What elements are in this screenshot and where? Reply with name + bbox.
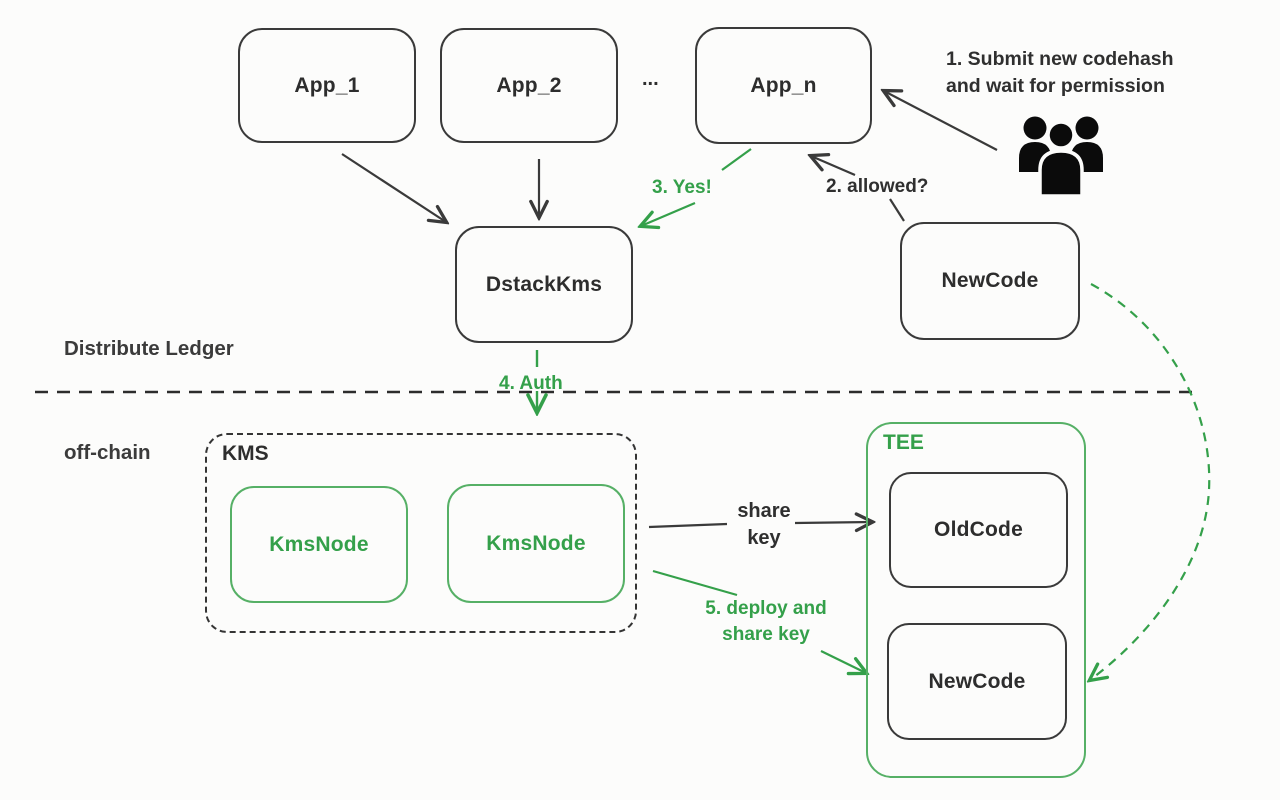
arrow-deploy-to-tee-newcode [820,650,866,673]
arrow-share-key-to-oldcode [794,522,872,523]
node-oldcode-label: OldCode [934,518,1023,541]
group-tee-label: TEE [883,431,924,454]
annotation-step1: 1. Submit new codehash and wait for perm… [946,48,1174,97]
group-tee: TEE [866,422,1086,778]
node-kmsnode-1: KmsNode [230,486,408,603]
node-newcode-onchain-label: NewCode [941,269,1039,292]
node-appn: App_n [695,27,872,144]
arrow-users-to-appn [884,91,998,151]
node-app2: App_2 [440,28,618,143]
node-appn-label: App_n [750,73,817,97]
node-app2-label: App_2 [496,73,562,97]
node-newcode-tee: NewCode [887,623,1067,740]
node-oldcode: OldCode [889,472,1068,588]
arrow-allowed-segment [889,198,905,222]
arrow-deploy-segment [652,569,738,597]
node-kmsnode-1-label: KmsNode [269,532,369,556]
annotation-step5: 5. deploy and share key [705,598,827,645]
node-app1-label: App_1 [294,73,360,97]
arrow-app1-to-dstackkms [341,153,446,222]
users-group-icon [1019,116,1103,198]
group-kms-label: KMS [222,442,269,465]
node-kmsnode-2-label: KmsNode [486,531,586,555]
annotation-step3: 3. Yes! [652,177,712,198]
arrow-allowed-to-appn [811,156,856,177]
node-dstackkms-label: DstackKms [485,272,603,296]
node-kmsnode-2: KmsNode [447,484,625,603]
node-dstackkms: DstackKms [455,226,633,343]
annotation-share-key: share key [737,500,791,549]
node-newcode-onchain: NewCode [900,222,1080,340]
region-label-distribute-ledger: Distribute Ledger [64,337,234,360]
annotation-step4: 4. Auth [499,373,563,394]
arrow-yes-to-dstackkms [641,201,696,226]
region-label-off-chain: off-chain [64,441,151,464]
apps-ellipsis: ... [642,68,659,90]
group-kms: KMS [205,433,637,633]
arrow-newcode-to-tee-curve [1090,283,1211,680]
arrow-yes-segment [721,148,752,171]
arrow-share-key-segment [648,522,728,529]
node-app1: App_1 [238,28,416,143]
annotation-step2: 2. allowed? [826,176,929,197]
node-newcode-tee-label: NewCode [928,669,1026,693]
